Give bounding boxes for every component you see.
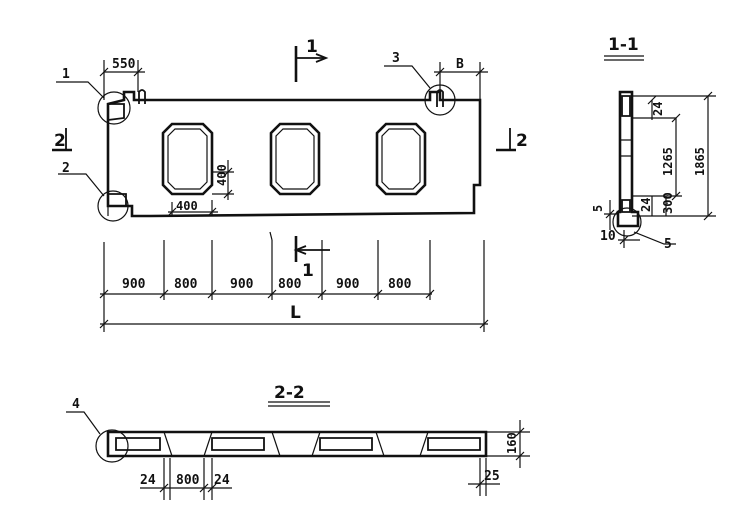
callout-3: 3: [392, 51, 400, 66]
s22-dim-right: 25: [484, 469, 500, 484]
s11-dim-left: 5: [591, 205, 605, 212]
total-length: L: [290, 303, 301, 323]
detail-circle-5: [612, 207, 642, 237]
cut-1-top-label: 1: [306, 37, 318, 57]
callout-5: 5: [664, 237, 672, 252]
panel-outline: [106, 90, 482, 218]
s11-dim-outer: 1865: [693, 147, 707, 176]
section-1-1-title: 1-1: [608, 35, 639, 55]
detail-circle-1: [97, 91, 131, 125]
s22-dim-c: 24: [214, 473, 230, 488]
cut-2-right-label: 2: [516, 131, 528, 151]
s22-dim-a: 24: [140, 473, 156, 488]
callout-1: 1: [62, 67, 70, 82]
cut-2-left-label: 2: [54, 131, 66, 151]
spacing-6: 800: [388, 277, 412, 292]
dim-b: B: [456, 57, 464, 72]
section-2-2: [66, 401, 530, 500]
callout-2: 2: [62, 161, 70, 176]
detail-circle-2: [97, 190, 129, 222]
s11-dim-inner: 1265: [661, 147, 675, 176]
opening-dim-v: 400: [215, 164, 229, 186]
s11-dim-lower-b: 300: [661, 192, 675, 214]
spacing-1: 900: [122, 277, 146, 292]
detail-circle-4: [95, 429, 129, 463]
callout-4: 4: [72, 397, 80, 412]
s11-dim-lower-a: 24: [639, 198, 653, 212]
s22-dim-b: 800: [176, 473, 200, 488]
opening-dim-h: 400: [176, 199, 198, 213]
s11-dim-top: 24: [651, 102, 665, 116]
panel-elevation: [52, 46, 516, 332]
section-2-2-title: 2-2: [274, 383, 305, 403]
spacing-5: 900: [336, 277, 360, 292]
s11-dim-bottom: 10: [600, 229, 616, 244]
cut-1-bottom-label: 1: [302, 261, 314, 281]
s22-dim-thickness: 160: [505, 432, 519, 454]
section-1-1: [604, 55, 716, 248]
opening-1: [161, 122, 214, 196]
spacing-3: 900: [230, 277, 254, 292]
opening-3: [375, 122, 427, 196]
spacing-4: 800: [278, 277, 302, 292]
spacing-2: 800: [174, 277, 198, 292]
opening-2: [269, 122, 321, 196]
dim-550: 550: [112, 57, 136, 72]
